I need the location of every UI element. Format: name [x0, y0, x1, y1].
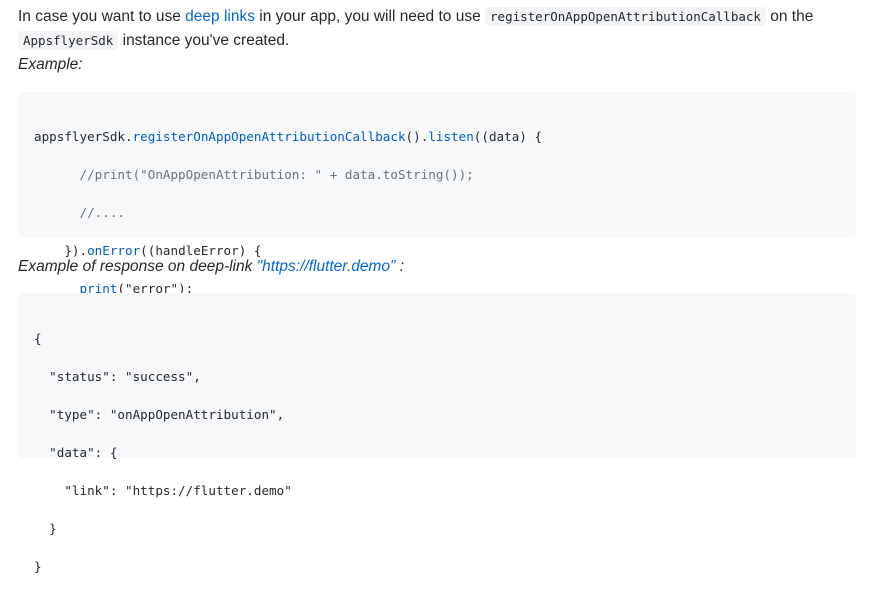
sdk-inline-code: AppsflyerSdk — [18, 31, 119, 50]
response-label-text: Example of response on deep-link — [18, 258, 257, 275]
code-method-token: print — [79, 281, 118, 296]
intro-text: In case you want to use deep links in yo… — [18, 5, 858, 29]
code-method-token: listen — [428, 129, 474, 144]
code-method-token: onError — [87, 243, 141, 258]
code-line: appsflyerSdk.registerOnAppOpenAttributio… — [34, 127, 840, 146]
code-token: ("error"); — [117, 281, 194, 296]
method-inline-code: registerOnAppOpenAttributionCallback — [485, 7, 766, 26]
response-label-suffix: : — [395, 258, 405, 275]
intro-text-instance: instance you've created. — [118, 32, 290, 49]
code-token: ((data) { — [473, 129, 543, 144]
code-token: appsflyerSdk. — [34, 129, 133, 144]
code-line: print("error"); — [34, 279, 840, 298]
code-comment-line: //print("OnAppOpenAttribution: " + data.… — [34, 167, 474, 182]
code-token: ((handleError) { — [140, 243, 262, 258]
response-json-block: { "status": "success", "type": "onAppOpe… — [18, 293, 856, 574]
code-comment-line: //.... — [34, 205, 125, 220]
json-line: "data": { — [34, 445, 118, 460]
intro-text-line2: AppsflyerSdk instance you've created. — [18, 29, 858, 53]
flutter-demo-link[interactable]: "https://flutter.demo" — [256, 258, 396, 275]
intro-text-on-the: on the — [765, 8, 814, 25]
intro-text-start: In case you want to use — [18, 8, 186, 25]
example-label: Example: — [18, 56, 83, 73]
json-line: { — [34, 331, 42, 346]
intro-paragraph: In case you want to use deep links in yo… — [18, 5, 858, 77]
response-label: Example of response on deep-link "https:… — [18, 255, 404, 279]
json-line: "link": "https://flutter.demo" — [34, 483, 292, 498]
json-line: } — [34, 559, 42, 574]
json-line: "status": "success", — [34, 369, 201, 384]
intro-text-middle: in your app, you will need to use — [254, 8, 486, 25]
code-token: (). — [405, 129, 429, 144]
code-method-token: registerOnAppOpenAttributionCallback — [132, 129, 406, 144]
deep-links-link[interactable]: deep links — [185, 8, 255, 25]
json-line: } — [34, 521, 57, 536]
code-token: }). — [34, 243, 88, 258]
json-line: "type": "onAppOpenAttribution", — [34, 407, 285, 422]
callback-code-block: appsflyerSdk.registerOnAppOpenAttributio… — [18, 92, 856, 334]
code-line: }).onError((handleError) { — [34, 241, 840, 260]
